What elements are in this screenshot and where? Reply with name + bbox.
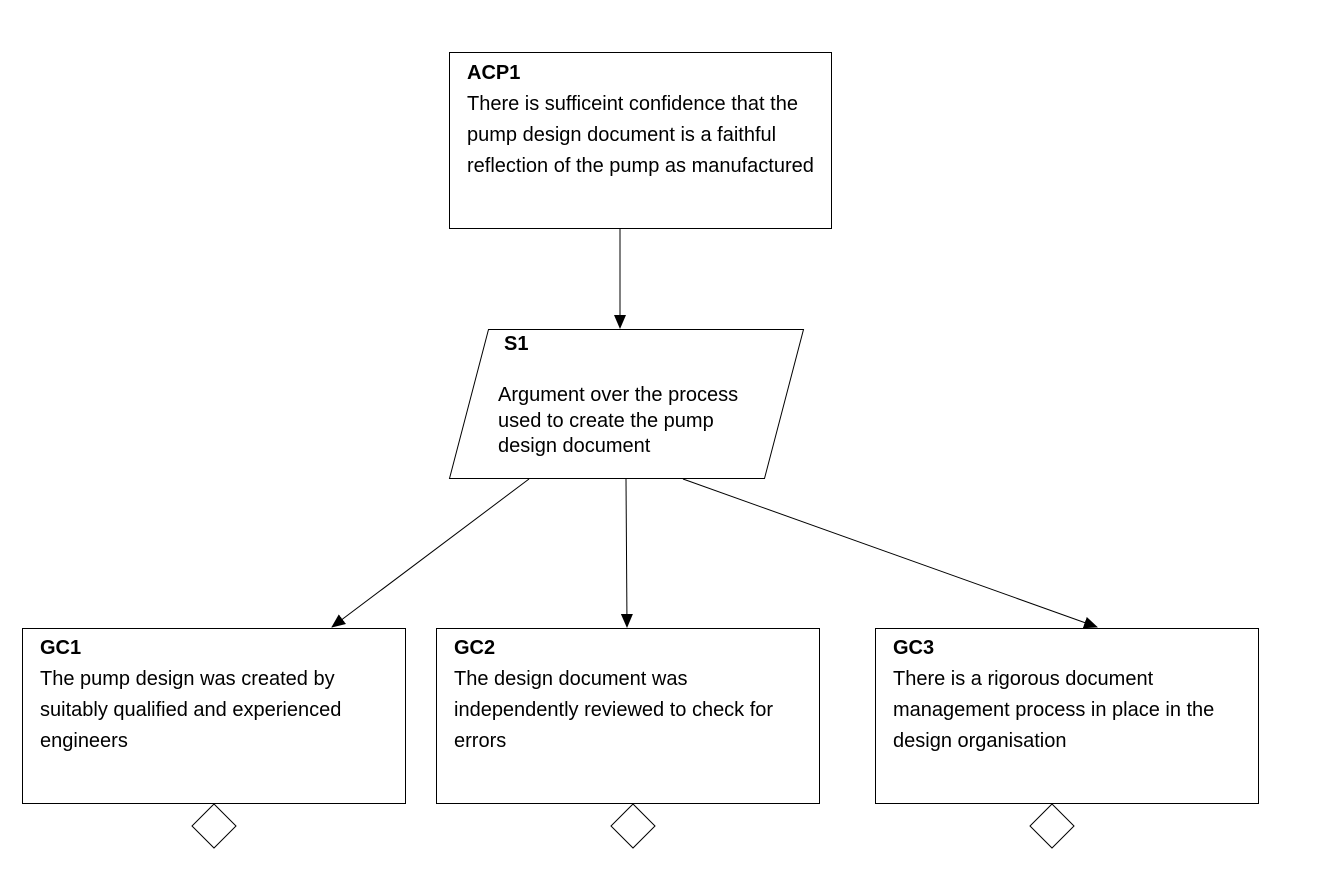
goal-box-acp1[interactable] (449, 52, 832, 229)
edge-s1-gc2 (620, 478, 633, 628)
goal-box-gc3[interactable] (875, 628, 1259, 804)
goal-description: The design document was independently re… (454, 668, 774, 752)
strategy-box-s1[interactable] (448, 329, 805, 479)
goal-id: GC1 (40, 637, 82, 659)
goal-id: GC3 (893, 637, 935, 659)
goal-description: There is sufficeint confidence that the … (467, 93, 814, 177)
goal-description: There is a rigorous document management … (893, 668, 1215, 752)
goal-acp1: ACP1 There is sufficeint confidence that… (467, 58, 827, 182)
undeveloped-diamond-gc2 (610, 803, 656, 849)
edge-s1-gc1 (331, 478, 530, 628)
goal-box-gc2[interactable] (436, 628, 820, 804)
goal-id: ACP1 (467, 62, 521, 84)
edge-s1-gc3 (682, 478, 1098, 629)
strategy-s1: S1 Argument over the process used to cre… (498, 330, 778, 460)
goal-gc3: GC3 There is a rigorous document managem… (893, 633, 1253, 757)
undeveloped-diamond-gc3 (1029, 803, 1075, 849)
strategy-id: S1 (504, 333, 529, 355)
goal-description: The pump design was created by suitably … (40, 668, 342, 752)
undeveloped-diamond-gc1 (191, 803, 237, 849)
goal-gc1: GC1 The pump design was created by suita… (40, 633, 400, 757)
goal-id: GC2 (454, 637, 496, 659)
strategy-description: Argument over the process used to create… (498, 384, 739, 457)
goal-gc2: GC2 The design document was independentl… (454, 633, 814, 757)
